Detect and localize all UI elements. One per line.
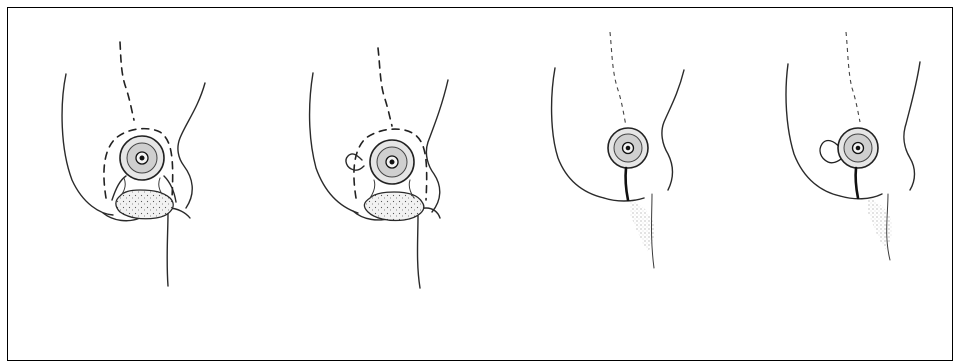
midline-dashed-b [378, 48, 392, 126]
body-line-b [418, 216, 421, 288]
flap-lobe [346, 154, 364, 170]
preop-marking-a [62, 42, 205, 286]
nipple-center-c [626, 146, 631, 151]
nipple-center [140, 156, 145, 161]
vertical-scar-d [856, 168, 858, 198]
breast-contour-right-c [662, 70, 684, 190]
postop-result-a [552, 32, 684, 268]
postop-result-b [786, 32, 920, 260]
breast-contour-left-c [552, 68, 604, 198]
right-panel-drawings [492, 8, 953, 362]
nipple-center-d [856, 146, 861, 151]
nipple-center-b [390, 160, 395, 165]
breast-contour-right [178, 83, 205, 208]
midline-dashed-d [846, 32, 860, 122]
preop-marking-b [310, 48, 448, 288]
vertical-scar-c [626, 168, 628, 200]
left-panel [7, 7, 493, 361]
shadow-c [630, 200, 655, 252]
inframammary-line-c [604, 198, 644, 201]
deepithelialized-area-b [364, 192, 423, 221]
midline-dashed [120, 42, 134, 120]
right-panel [492, 7, 953, 361]
inframammary-line-d [840, 194, 882, 199]
shadow-d [868, 198, 893, 250]
breast-contour-right-d [904, 62, 920, 190]
deepithelialized-area [116, 190, 173, 219]
breast-contour-right-b [426, 80, 448, 212]
left-panel-drawings [8, 8, 494, 362]
body-line [167, 213, 168, 286]
midline-dashed-c [610, 32, 626, 126]
breast-contour-left-b [310, 73, 358, 213]
breast-contour-left-d [786, 64, 840, 196]
